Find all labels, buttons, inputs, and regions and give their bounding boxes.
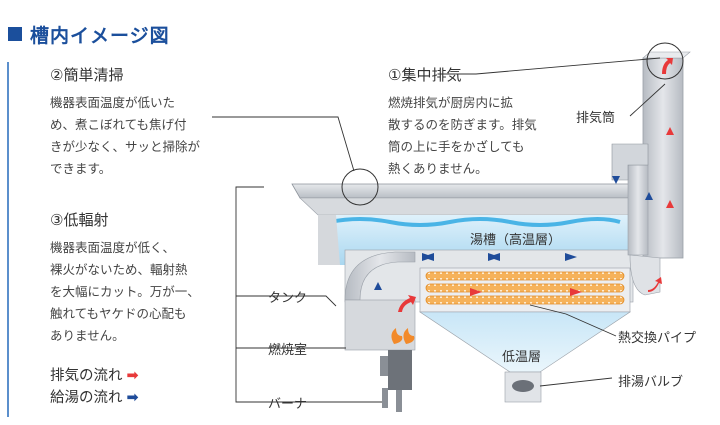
tank-rim — [291, 183, 641, 216]
easy-clean-line: できます。 — [50, 161, 112, 176]
low-temp-layer — [419, 311, 631, 403]
exhaust-stack — [642, 51, 691, 259]
low-radiation-text: 機器表面温度が低く、 裸火がないため、輻射熱 を大幅にカット。万が一、 触れても… — [50, 237, 200, 347]
low-radiation-line: ありません。 — [50, 328, 125, 343]
label-drain-valve: 排湯バルブ — [618, 375, 684, 390]
page-title: 槽内イメージ図 — [30, 25, 170, 47]
left-accent-line — [7, 62, 9, 417]
easy-clean-line: 機器表面温度が低いた — [50, 95, 176, 110]
concentrated-exhaust-line: 散するのを防ぎます。排気 — [388, 117, 537, 132]
burner — [380, 328, 415, 412]
concentrated-exhaust-line: 熱くありません。 — [388, 161, 488, 176]
legend-hot-water: 給湯の流れ➡ — [50, 386, 139, 407]
label-heat-exchange-pipe: 熱交換パイプ — [618, 331, 697, 346]
easy-clean-text: 機器表面温度が低いた め、煮こぼれても焦げ付 きが少なく、サッと掃除が できます… — [50, 92, 200, 180]
easy-clean-line: きが少なく、サッと掃除が — [50, 139, 201, 154]
easy-clean-heading: ②簡単清掃 — [50, 66, 124, 84]
legend-hot-water-label: 給湯の流れ — [50, 390, 123, 406]
concentrated-exhaust-line: 燃焼排気が厨房内に拡 — [388, 95, 514, 110]
label-burner: バーナ — [268, 397, 308, 412]
low-radiation-heading: ③低輻射 — [50, 211, 109, 229]
legend-exhaust: 排気の流れ➡ — [50, 364, 139, 385]
low-radiation-line: 触れてもヤケドの心配も — [50, 306, 187, 321]
low-radiation-line: 機器表面温度が低く、 — [50, 240, 176, 255]
label-tank: タンク — [268, 291, 308, 306]
title-marker — [8, 27, 22, 41]
concentrated-exhaust-text: 燃焼排気が厨房内に拡 散するのを防ぎます。排気 筒の上に手をかざしても 熱くあり… — [388, 92, 537, 180]
label-combustion-chamber: 燃焼室 — [268, 343, 308, 358]
easy-clean-line: め、煮こぼれても焦げ付 — [50, 117, 187, 132]
red-arrow-icon: ➡ — [126, 368, 139, 384]
label-exhaust-pipe: 排気筒 — [576, 111, 616, 126]
exhaust-flow-arrows — [398, 58, 674, 312]
heat-exchange-pipe — [419, 267, 631, 313]
label-low-temp-layer: 低温層 — [502, 350, 542, 365]
concentrated-exhaust-line: 筒の上に手をかざしても — [388, 139, 525, 154]
label-hot-water-layer: 湯槽（高温層） — [470, 233, 562, 248]
low-radiation-line: を大幅にカット。万が一、 — [50, 284, 200, 299]
hot-water-flow-arrows — [374, 176, 653, 290]
leader-lines — [212, 57, 666, 403]
exhaust-duct — [611, 143, 661, 296]
concentrated-exhaust-heading: ①集中排気 — [388, 66, 462, 84]
blue-arrow-icon: ➡ — [126, 390, 139, 406]
low-radiation-line: 裸火がないため、輻射熱 — [50, 262, 188, 277]
legend-exhaust-label: 排気の流れ — [50, 368, 123, 384]
